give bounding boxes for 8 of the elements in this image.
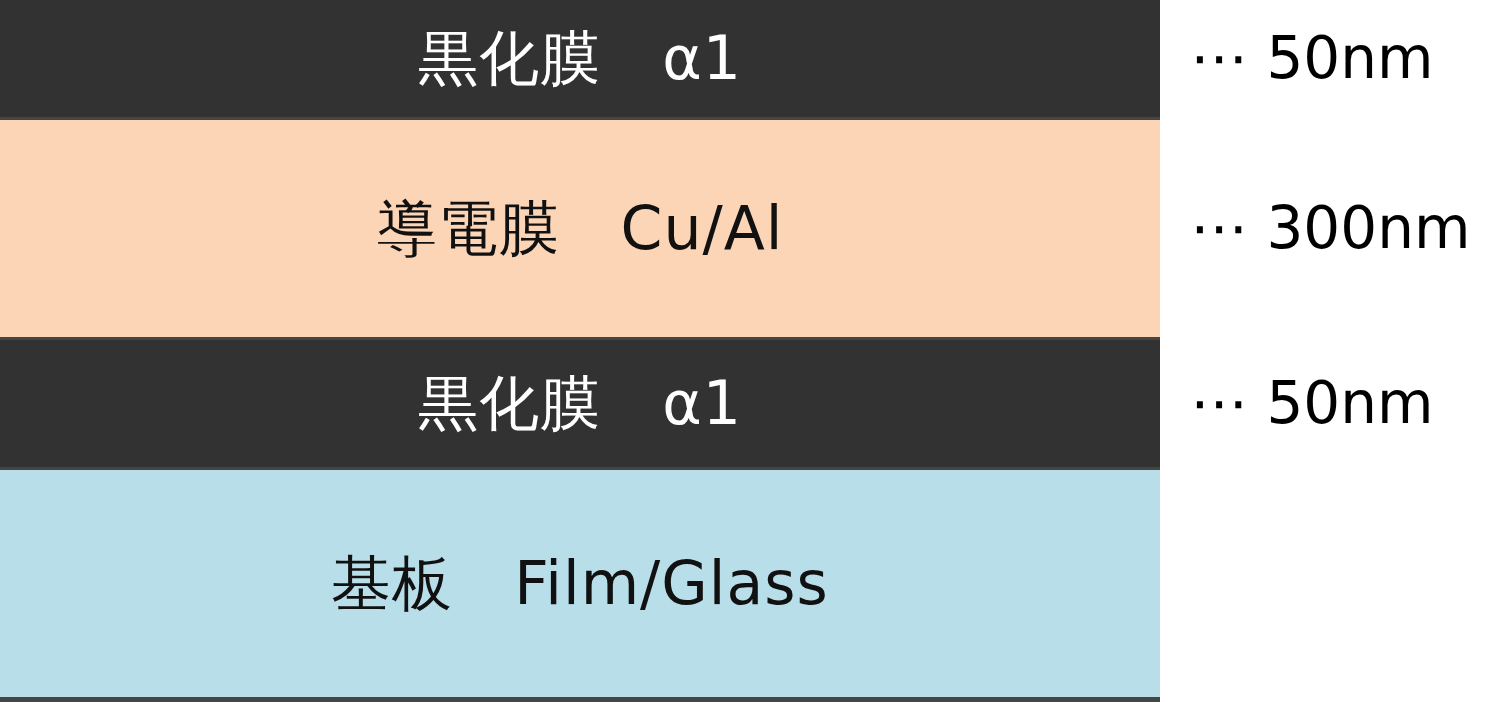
layer-label: 黒化膜 α1	[418, 24, 742, 93]
thickness-label: ⋯ 300nm	[1190, 195, 1471, 262]
thickness-label: ⋯ 50nm	[1190, 25, 1434, 92]
layer-label: 黒化膜 α1	[418, 369, 742, 438]
layer-label: 基板 Film/Glass	[331, 549, 829, 618]
layer-band	[0, 470, 1160, 702]
layer-label: 導電膜 Cu/Al	[376, 194, 784, 263]
thickness-label: ⋯ 50nm	[1190, 370, 1434, 437]
